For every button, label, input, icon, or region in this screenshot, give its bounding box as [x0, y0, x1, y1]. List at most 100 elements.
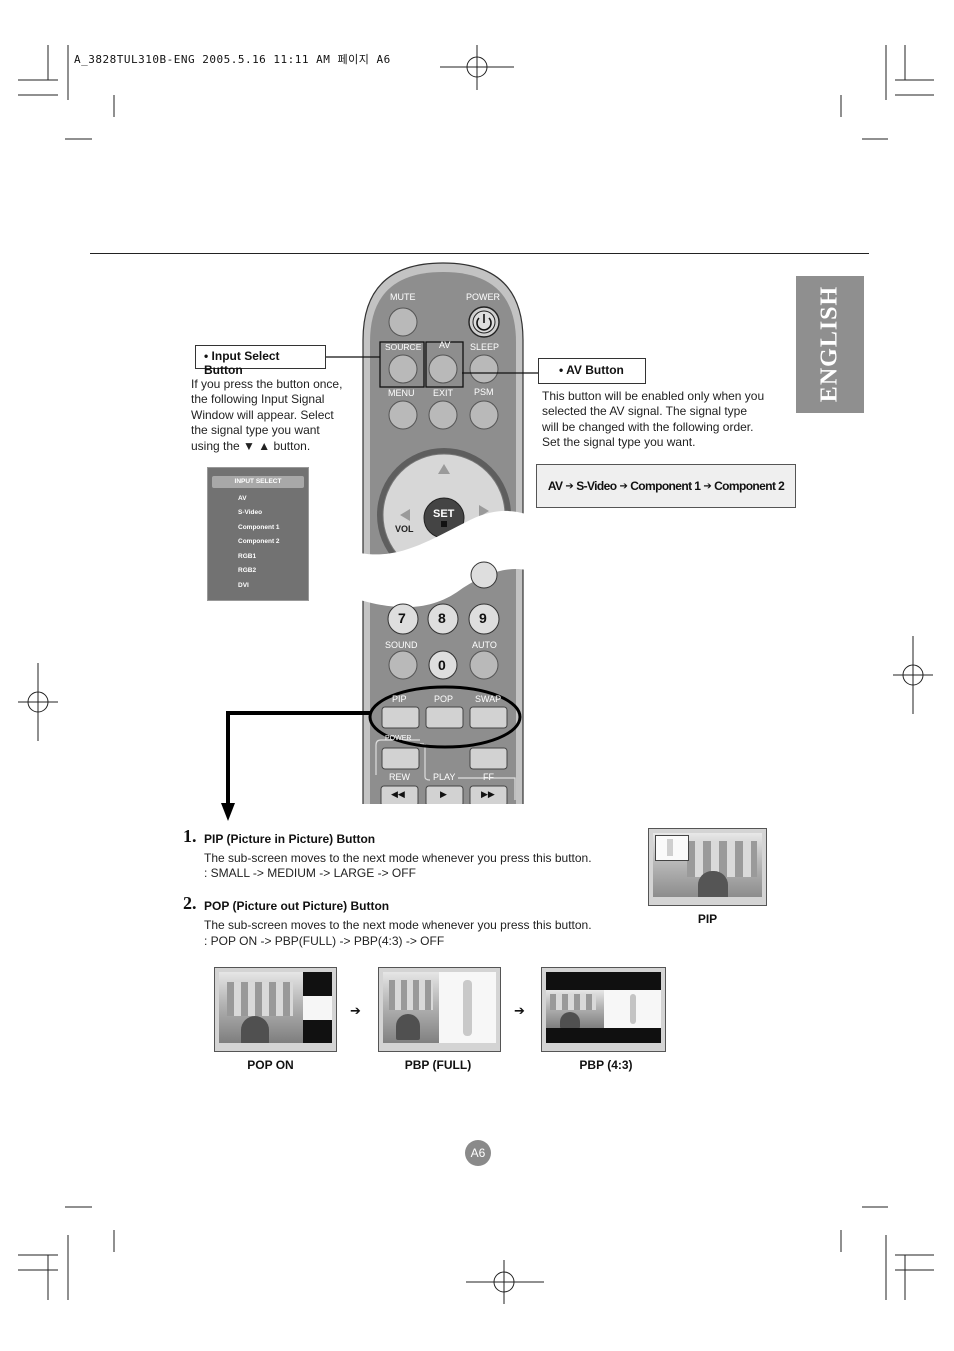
- pip-caption: PIP: [697, 912, 718, 926]
- step-line: The sub-screen moves to the next mode wh…: [204, 851, 592, 865]
- play-label: PLAY: [433, 772, 456, 782]
- top-rule: [90, 253, 869, 254]
- av-sequence-box: AV ➔ S-Video ➔ Component 1 ➔ Component 2: [536, 464, 796, 508]
- sequence-item: Component 2: [714, 479, 785, 493]
- av-highlight: [425, 341, 464, 388]
- fast-forward-icon: ▶▶: [481, 789, 495, 799]
- arrow-right-icon: ➔: [619, 480, 628, 492]
- av-button-text: This button will be enabled only when yo…: [542, 389, 765, 450]
- ff-label: FF: [483, 772, 494, 782]
- sequence-item: S-Video: [576, 479, 617, 493]
- key-9-label: 9: [479, 610, 487, 626]
- remote-illustration: [360, 262, 526, 804]
- pop-button: [425, 706, 464, 729]
- input-option: DVI: [238, 582, 249, 589]
- rew-label: REW: [389, 772, 410, 782]
- power2-label: POWER: [385, 735, 412, 742]
- input-option: Component 1: [238, 524, 280, 531]
- menu-label: MENU: [388, 388, 415, 398]
- pop-on-screenshot: [214, 967, 337, 1052]
- sleep-label: SLEEP: [470, 342, 500, 352]
- input-option: RGB1: [238, 553, 257, 560]
- language-tab: ENGLISH: [796, 276, 864, 413]
- sound-label: SOUND: [385, 640, 418, 650]
- step-number: 2.: [183, 893, 197, 913]
- av-button-callout: • AV Button: [538, 358, 646, 384]
- input-option: AV: [238, 495, 247, 502]
- ff-button: [469, 785, 508, 804]
- auto-label: AUTO: [472, 640, 497, 650]
- arrow-right-icon: ➔: [565, 480, 574, 492]
- rew-button: [380, 785, 419, 804]
- step-title: PIP (Picture in Picture) Button: [204, 832, 376, 846]
- step-line: : POP ON -> PBP(FULL) -> PBP(4:3) -> OFF: [204, 934, 445, 948]
- power-icon: [476, 317, 492, 331]
- input-option: RGB2: [238, 567, 257, 574]
- pbp-full-screenshot: [378, 967, 501, 1052]
- play-icon: ▶: [440, 789, 447, 799]
- source-button: [388, 354, 418, 384]
- key-8-label: 8: [438, 610, 446, 626]
- source-label: SOURCE: [385, 342, 422, 352]
- print-header: A_3828TUL310B-ENG 2005.5.16 11:11 AM 페이지…: [74, 53, 391, 66]
- sequence-item: AV: [547, 479, 563, 493]
- input-select-panel-title: INPUT SELECT: [212, 476, 304, 488]
- pbp-43-caption: PBP (4:3): [579, 1058, 633, 1072]
- step-number: 1.: [183, 826, 197, 846]
- step-line: : SMALL -> MEDIUM -> LARGE -> OFF: [204, 866, 416, 880]
- pip-screenshot: [648, 828, 767, 906]
- key-8: [427, 603, 459, 635]
- left-arrow-icon: [400, 509, 410, 521]
- pbp-full-caption: PBP (FULL): [404, 1058, 472, 1072]
- exit-button: [428, 400, 458, 430]
- pbp-43-screenshot: [541, 967, 666, 1052]
- page-number: A6: [465, 1140, 491, 1166]
- step-line: The sub-screen moves to the next mode wh…: [204, 918, 592, 932]
- rewind-icon: ◀◀: [391, 789, 405, 799]
- down-arrow-icon: [221, 803, 235, 821]
- input-option: Component 2: [238, 538, 280, 545]
- psm-label: PSM: [474, 387, 494, 397]
- vol-label: VOL: [395, 524, 414, 534]
- psm-button: [469, 400, 499, 430]
- pop-on-caption: POP ON: [247, 1058, 294, 1072]
- input-select-panel: INPUT SELECT AV S-Video Component 1 Comp…: [207, 467, 309, 601]
- arrow-right-icon: ➔: [703, 480, 712, 492]
- right-arrow-icon: [479, 505, 489, 517]
- av-label: AV: [439, 340, 451, 350]
- pip-label: PIP: [392, 694, 407, 704]
- exit-label: EXIT: [433, 388, 454, 398]
- remote-labels: MUTE POWER SOURCE AV SLEEP MENU EXIT PSM…: [363, 262, 529, 807]
- up-arrow-icon: [438, 464, 450, 474]
- source-highlight: [379, 341, 425, 388]
- set-label: SET: [433, 508, 455, 520]
- menu-button: [388, 400, 418, 430]
- pop-label: POP: [434, 694, 454, 704]
- sequence-item: Component 1: [630, 479, 701, 493]
- input-select-callout: • Input Select Button: [195, 345, 326, 377]
- input-option: S-Video: [238, 509, 263, 516]
- swap-button: [469, 706, 508, 729]
- play-button: [425, 785, 464, 804]
- key-7-label: 7: [398, 610, 406, 626]
- swap-label: SWAP: [475, 694, 502, 704]
- mute-button: [388, 307, 418, 337]
- sound-button: [388, 650, 418, 680]
- arrow-right-icon: ➔: [350, 1003, 361, 1018]
- key-0-label: 0: [438, 657, 446, 673]
- auto-button: [469, 650, 499, 680]
- av-button: [428, 354, 458, 384]
- pip-button: [381, 706, 420, 729]
- key-9: [468, 603, 500, 635]
- pip-group-highlight: [368, 685, 522, 749]
- mute-label: MUTE: [390, 292, 416, 302]
- power-label: POWER: [466, 292, 501, 302]
- step-title: POP (Picture out Picture) Button: [204, 899, 390, 913]
- key-0: [428, 650, 458, 680]
- input-select-text: If you press the button once, the follow…: [191, 377, 343, 453]
- arrow-right-icon: ➔: [514, 1003, 525, 1018]
- key-7: [387, 603, 419, 635]
- sleep-button: [469, 354, 499, 384]
